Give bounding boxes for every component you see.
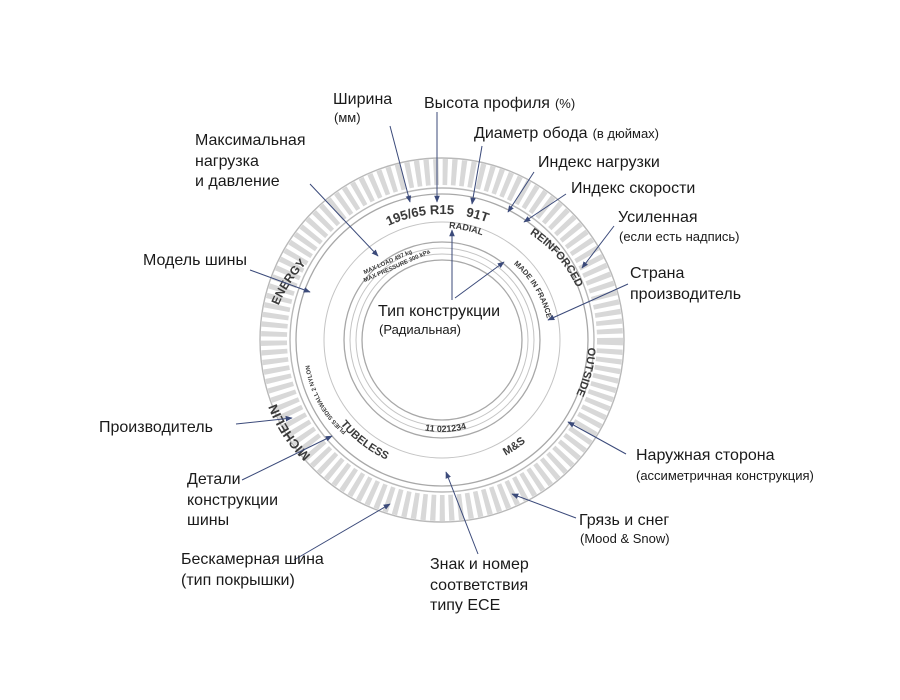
arrow-tubeless <box>293 503 391 561</box>
ms-marking: M&S <box>501 435 528 458</box>
arrow-country <box>547 283 629 321</box>
label-details-line2: конструкции <box>187 492 278 509</box>
ece-marking-path: 11 021234 <box>424 421 466 434</box>
arrow-details <box>241 435 333 481</box>
label-country-line2: производитель <box>630 286 741 303</box>
label-country-line1: Страна <box>630 265 685 282</box>
label-load-index: Индекс нагрузки <box>538 154 660 171</box>
label-manufacturer: Производитель <box>99 419 213 436</box>
tread-pattern <box>261 159 623 521</box>
arrow-construction-radial <box>454 261 505 299</box>
label-mud-snow-line2: (Mood & Snow) <box>580 531 670 546</box>
arrow-load-index <box>507 171 535 213</box>
arrow-speed-index <box>523 193 567 223</box>
arrow-reinforced <box>581 225 615 269</box>
tubeless-marking-path: TUBELESS <box>338 418 390 462</box>
label-profile-unit: (%) <box>555 96 575 111</box>
tread-outer-edge <box>259 157 625 523</box>
ece-marking: 11 021234 <box>424 421 466 434</box>
label-rim: Диаметр обода (в дюймах) <box>474 125 659 142</box>
arrow-outside <box>567 421 627 455</box>
tread-inner-edge <box>289 187 595 493</box>
reinforced-marking-path: REINFORCED <box>528 226 585 289</box>
label-construction-line1: Тип конструкции <box>378 303 500 320</box>
load-speed-marking-path: 91T <box>465 204 491 225</box>
label-max-load-line1: Максимальная <box>195 132 306 149</box>
bead-ring <box>343 241 541 439</box>
arrow-manufacturer <box>235 415 293 425</box>
label-reinforced-line1: Усиленная <box>618 209 698 226</box>
label-mud-snow-line1: Грязь и снег <box>579 512 669 529</box>
arrow-rim <box>470 145 483 205</box>
label-ece-line3: типу ECE <box>430 597 500 614</box>
tyre-graphic <box>259 157 625 523</box>
label-tubeless-line1: Бескамерная шина <box>181 551 324 568</box>
label-construction-line2: (Радиальная) <box>379 322 461 337</box>
arrow-max-load <box>309 183 379 257</box>
load-speed-marking: 91T <box>465 204 491 225</box>
rim-ring-outer <box>349 247 535 433</box>
arrow-mud-snow <box>511 493 577 519</box>
label-max-load-line3: и давление <box>195 173 280 190</box>
label-width-line2: (мм) <box>334 110 361 125</box>
label-rim-unit: (в дюймах) <box>593 126 659 141</box>
label-ece-line2: соответствия <box>430 577 528 594</box>
label-width-line1: Ширина <box>333 91 392 108</box>
label-profile: Высота профиля (%) <box>424 95 575 112</box>
label-speed-index: Индекс скорости <box>571 180 695 197</box>
arrow-model <box>249 269 311 293</box>
label-max-load-line2: нагрузка <box>195 153 259 170</box>
arrow-width <box>389 125 412 203</box>
sidewall-mid-ring <box>323 221 561 459</box>
pointer-arrows <box>235 112 629 561</box>
label-profile-main: Высота профиля <box>424 95 550 112</box>
sidewall-outer-ring <box>295 193 589 487</box>
tubeless-marking: TUBELESS <box>338 418 390 462</box>
rim-ring-inner <box>355 253 529 427</box>
label-details-line3: шины <box>187 512 229 529</box>
label-outside-line2: (ассиметричная конструкция) <box>636 468 814 483</box>
label-outside-line1: Наружная сторона <box>636 447 775 464</box>
arrow-ece <box>445 471 479 555</box>
rim-opening <box>361 259 523 421</box>
label-tubeless-line2: (тип покрышки) <box>181 572 295 589</box>
label-details-line1: Детали <box>187 471 241 488</box>
reinforced-marking: REINFORCED <box>528 226 585 289</box>
ms-marking-path: M&S <box>501 435 528 458</box>
label-rim-main: Диаметр обода <box>474 125 588 142</box>
callout-labels: Ширина (мм) Высота профиля (%) Диаметр об… <box>99 91 814 614</box>
label-ece-line1: Знак и номер <box>430 556 529 573</box>
label-model: Модель шины <box>143 252 247 269</box>
label-reinforced-line2: (если есть надпись) <box>619 229 740 244</box>
